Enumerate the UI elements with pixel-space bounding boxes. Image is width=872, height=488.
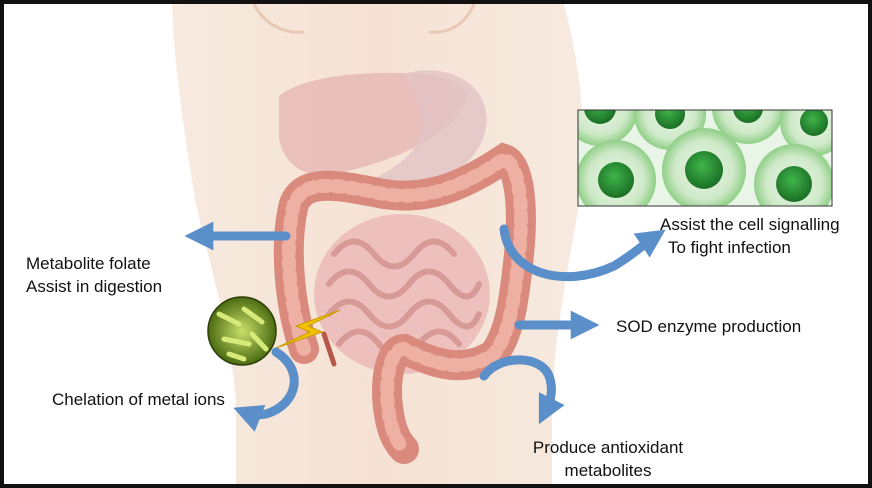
label-cell-signalling: Assist the cell signalling <box>660 214 840 236</box>
green-cells-image <box>562 70 848 224</box>
bacteria-cluster-image <box>208 297 276 365</box>
label-assist-digestion: Assist in digestion <box>26 276 162 298</box>
label-fight-infection: To fight infection <box>668 237 791 259</box>
label-sod-enzyme: SOD enzyme production <box>616 316 801 338</box>
label-metabolite-folate: Metabolite folate <box>26 253 151 275</box>
label-metabolites: metabolites <box>518 460 698 482</box>
label-produce-antioxidant: Produce antioxidant <box>518 437 698 459</box>
label-chelation: Chelation of metal ions <box>52 389 225 411</box>
